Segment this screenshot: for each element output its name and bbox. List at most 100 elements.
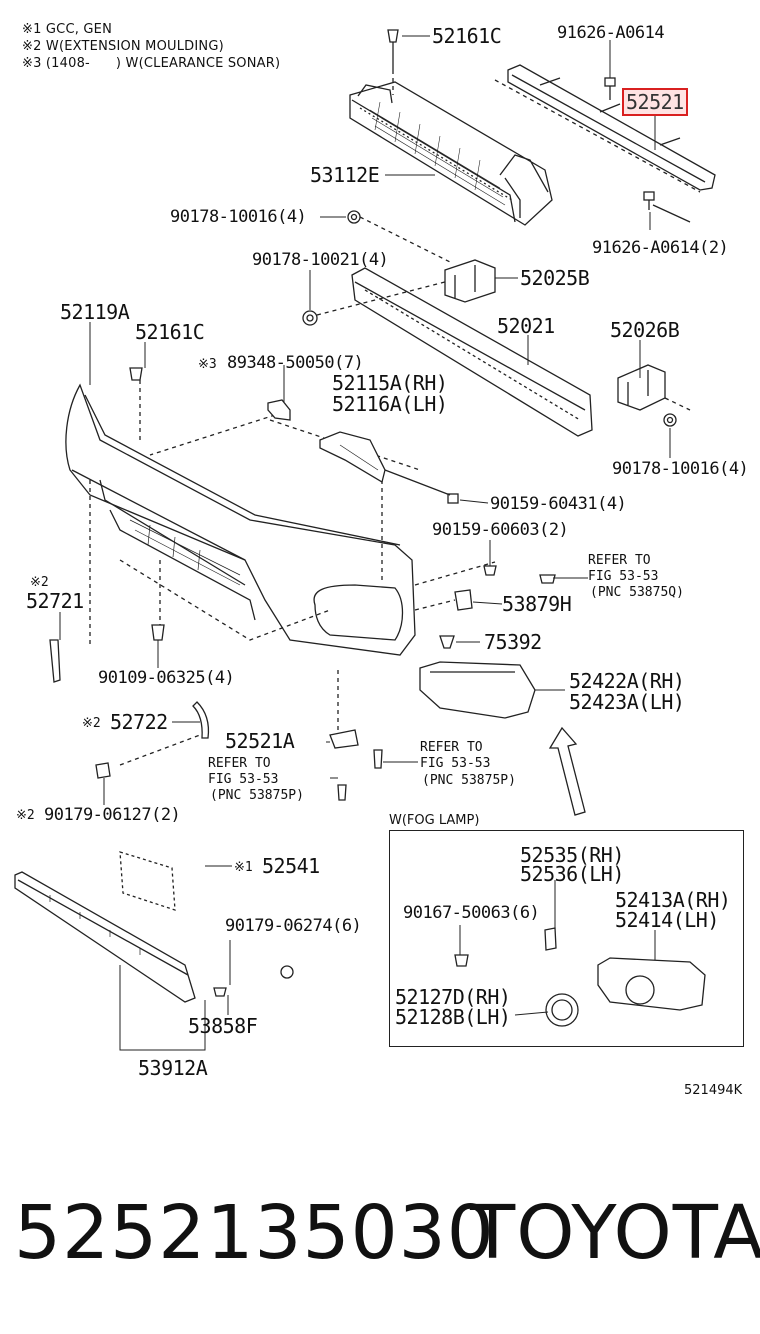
label-52521A: 52521A — [225, 729, 295, 753]
label-52541: 52541 — [262, 854, 320, 878]
label-52422A: 52422A(RH) — [569, 669, 685, 693]
bracket-52521 — [494, 64, 716, 193]
screw-ref-q — [539, 574, 556, 584]
bracket-52535 — [544, 927, 557, 951]
ref-q-line2: FIG 53-53 — [588, 569, 659, 584]
label-52119A: 52119A — [60, 300, 130, 324]
label-90178-10021: 90178-10021(4) — [252, 250, 389, 270]
clip-52521A — [329, 729, 359, 749]
ref-p1-line1: REFER TO — [208, 756, 271, 771]
label-52021: 52021 — [497, 314, 555, 338]
clip-89348 — [267, 399, 291, 421]
leader-lines — [89, 380, 496, 766]
bolt-90159-60431 — [447, 493, 459, 504]
label-89348-50050: 89348-50050(7) — [227, 353, 364, 373]
bolt-91626-A0614-2 — [643, 191, 691, 223]
ref-q-line3: (PNC 53875Q) — [590, 585, 684, 600]
label-53112E: 53112E — [310, 163, 380, 187]
label-52116A: 52116A(LH) — [332, 392, 448, 416]
label-90178-10016-a: 90178-10016(4) — [170, 207, 307, 227]
mark-1: ※1 — [234, 860, 253, 875]
footer-part-number: 5252135030 — [14, 1190, 495, 1276]
screw-90109-06325 — [151, 624, 165, 641]
label-75392: 75392 — [484, 630, 542, 654]
note-1: ※1 GCC, GEN — [22, 22, 113, 37]
fog-lamp-bezel-52413A — [597, 957, 706, 1011]
mark-2-c: ※2 — [16, 808, 35, 823]
label-52414: 52414(LH) — [615, 908, 719, 932]
label-90179-06127: 90179-06127(2) — [44, 805, 181, 825]
label-52535: 52535(RH) — [520, 843, 624, 867]
label-52423A: 52423A(LH) — [569, 690, 685, 714]
ref-p2-line2: FIG 53-53 — [420, 756, 491, 771]
footer-brand: TOYOTA — [470, 1190, 760, 1276]
label-52536: 52536(LH) — [520, 862, 624, 886]
label-90167-50063: 90167-50063(6) — [403, 903, 540, 923]
label-52128B: 52128B(LH) — [395, 1005, 511, 1029]
label-90178-10016-b: 90178-10016(4) — [612, 459, 749, 479]
note-3: ※3 (1408- ) W(CLEARANCE SONAR) — [22, 56, 281, 71]
label-52521-highlighted: 52521 — [622, 88, 688, 116]
label-90159-60603: 90159-60603(2) — [432, 520, 569, 540]
clip-53879H — [454, 589, 473, 611]
label-52127D: 52127D(RH) — [395, 985, 511, 1009]
ref-p2-line3: (PNC 53875P) — [422, 773, 516, 788]
mark-2-a: ※2 — [30, 575, 49, 590]
label-52025B: 52025B — [520, 266, 590, 290]
grille-53112E — [349, 81, 553, 226]
plate-52541 — [119, 851, 176, 911]
screw-ref-p2 — [373, 749, 383, 769]
label-90179-06274: 90179-06274(6) — [225, 916, 362, 936]
label-90159-60431: 90159-60431(4) — [490, 494, 627, 514]
label-90109-06325: 90109-06325(4) — [98, 668, 235, 688]
label-52161C: 52161C — [135, 320, 205, 344]
nut-90178-10016-a — [347, 210, 451, 263]
bolt-91626-A0614 — [604, 77, 616, 100]
label-53912A: 53912A — [138, 1056, 208, 1080]
note-2: ※2 W(EXTENSION MOULDING) — [22, 39, 224, 54]
screw-53858F — [213, 987, 227, 997]
inset-title: W(FOG LAMP) — [389, 813, 480, 828]
moulding-52722 — [192, 701, 210, 739]
ref-p1-line3: (PNC 53875P) — [210, 788, 304, 803]
label-52722: 52722 — [110, 710, 168, 734]
label-leaders — [59, 35, 671, 1051]
reinforcement-52021 — [351, 267, 593, 437]
direction-arrow — [548, 726, 586, 816]
nut-90178-10021 — [302, 281, 446, 326]
spoiler-53912A — [14, 871, 196, 1003]
label-91626-A0614-2: 91626-A0614(2) — [592, 238, 729, 258]
label-52026B: 52026B — [610, 318, 680, 342]
clip-52161C-top — [387, 29, 399, 95]
cover-52422A — [419, 661, 536, 719]
bumper-cover-52119A — [65, 383, 416, 656]
strip-52721 — [49, 639, 61, 683]
screw-75392 — [439, 635, 455, 649]
ref-q-line1: REFER TO — [588, 553, 651, 568]
clip-52161C — [129, 367, 143, 381]
mark-3: ※3 — [198, 357, 217, 372]
catalog-code: 521494K — [684, 1083, 743, 1098]
nut-90178-10016-b — [663, 413, 677, 427]
ref-p2-line1: REFER TO — [420, 740, 483, 755]
bracket-52025B — [444, 259, 496, 303]
screw-ref-p1 — [337, 784, 347, 801]
ref-p1-line2: FIG 53-53 — [208, 772, 279, 787]
screw-90159-60603 — [483, 565, 497, 576]
fog-lamp-ring-52127D — [545, 993, 579, 1027]
highlight-52521: 52521 — [622, 88, 688, 116]
parts-diagram — [14, 29, 716, 1051]
fog-lamp-inset — [389, 830, 744, 1047]
label-52413A: 52413A(RH) — [615, 888, 731, 912]
bracket-52026B — [617, 364, 691, 411]
clip-90179-06127 — [95, 762, 111, 779]
clip-90179-06274 — [280, 965, 294, 979]
label-91626-A0614: 91626-A0614 — [557, 23, 665, 43]
bracket-52115A — [319, 431, 451, 496]
label-52721: 52721 — [26, 589, 84, 613]
mark-2-b: ※2 — [82, 716, 101, 731]
label-53858F: 53858F — [188, 1014, 258, 1038]
label-52115A: 52115A(RH) — [332, 371, 448, 395]
label-52161C-top: 52161C — [432, 24, 502, 48]
label-53879H: 53879H — [502, 592, 572, 616]
